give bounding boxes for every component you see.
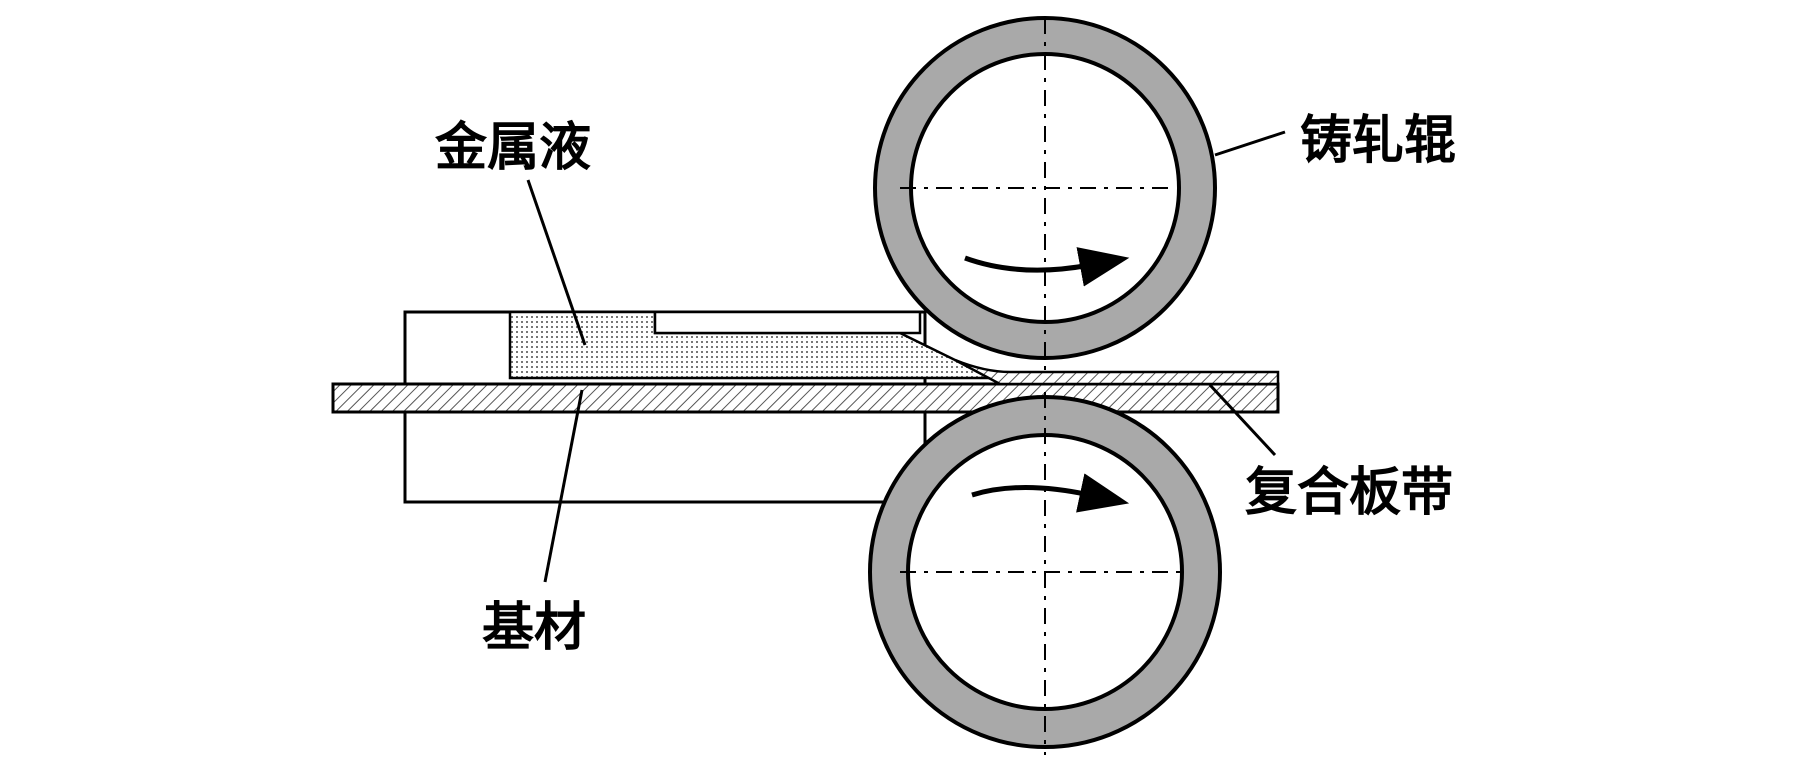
metal-liquid-leader-line bbox=[526, 179, 587, 346]
lower-casting-roll bbox=[868, 392, 1222, 755]
upper-roll-rotation-arrow-icon bbox=[964, 247, 1130, 287]
label-substrate: 基材 bbox=[482, 598, 586, 658]
casting-roll-leader bbox=[1215, 135, 1220, 155]
substrate-leader-line bbox=[543, 389, 584, 583]
clad-layer bbox=[954, 358, 1280, 386]
label-clad-strip: 复合板带 bbox=[1245, 463, 1453, 523]
label-casting-roll: 铸轧辊 bbox=[1300, 111, 1456, 171]
lower-roll-rotation-arrow-icon bbox=[971, 473, 1130, 513]
clad-strip-leader-line bbox=[1208, 383, 1277, 457]
metal-liquid-pool bbox=[508, 310, 1001, 380]
upper-casting-roll bbox=[873, 16, 1217, 372]
substrate-strip bbox=[331, 382, 1280, 414]
label-metal-liquid: 金属液 bbox=[434, 118, 591, 178]
roll-leader bbox=[1214, 130, 1286, 157]
